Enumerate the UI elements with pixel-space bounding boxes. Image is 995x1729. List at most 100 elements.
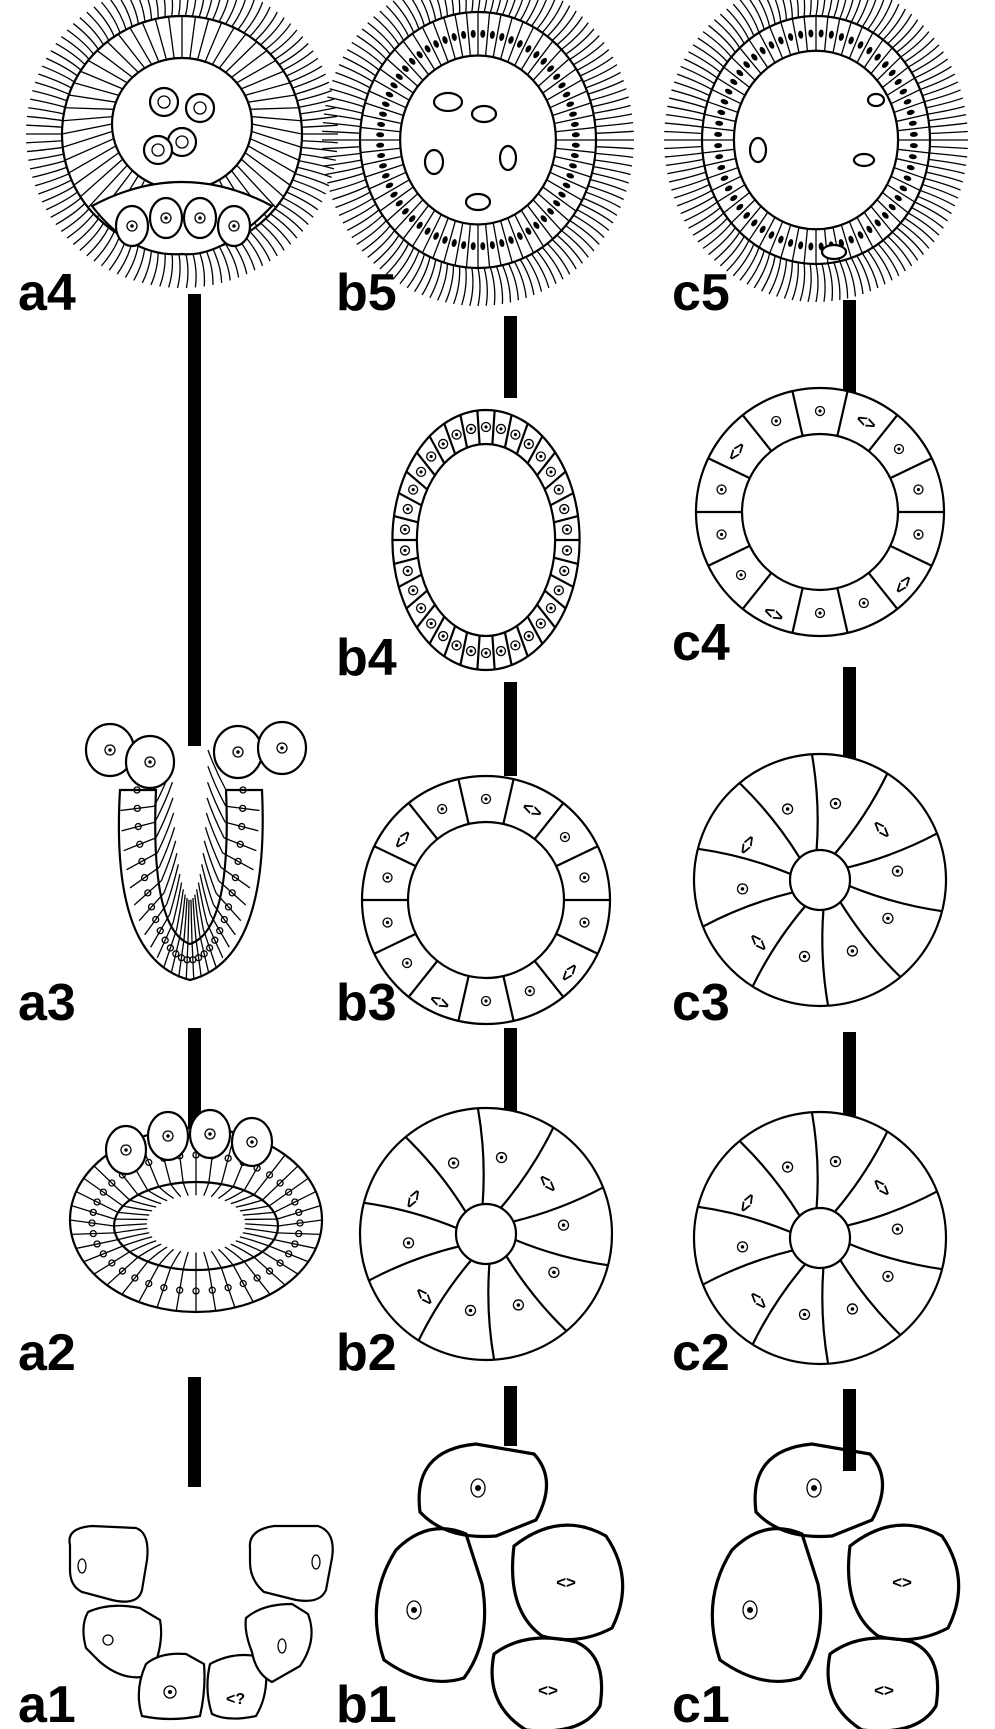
cilium xyxy=(322,147,360,149)
cilium xyxy=(930,132,968,134)
nucleolus xyxy=(552,1271,556,1275)
yolk-cell xyxy=(214,726,262,778)
cilium xyxy=(46,58,77,76)
mesoderm-cell-body xyxy=(186,94,214,122)
cilium xyxy=(430,262,442,298)
cilium xyxy=(928,166,965,174)
cilium xyxy=(339,65,373,82)
inner-lumen xyxy=(456,1204,516,1264)
cilium xyxy=(920,190,955,205)
nucleolus xyxy=(514,644,517,647)
cilium xyxy=(593,105,630,113)
inner-lumen xyxy=(742,434,898,590)
cell-membrane xyxy=(419,1444,546,1537)
cilium xyxy=(178,252,181,288)
nucleolus xyxy=(419,470,422,473)
mesenchyme-cell xyxy=(822,245,846,259)
nucleolus xyxy=(803,955,807,959)
label-c5: c5 xyxy=(672,264,730,322)
stage-b2-rosette: <><><> xyxy=(360,1108,612,1360)
yolk-cell xyxy=(126,736,174,788)
mesenchyme-cell xyxy=(750,138,766,162)
nucleolus xyxy=(527,634,530,637)
cilium xyxy=(769,258,781,294)
nucleolus xyxy=(563,508,566,511)
cell: <> xyxy=(513,1525,623,1639)
cilium xyxy=(484,0,487,12)
nucleolus xyxy=(720,533,723,536)
cell-membrane xyxy=(712,1529,820,1682)
nucleolus xyxy=(108,748,112,752)
cilium xyxy=(169,0,173,16)
nucleolus xyxy=(896,1227,900,1231)
nucleolus xyxy=(405,961,408,964)
nucleolus xyxy=(557,488,560,491)
stage-c2-rosette: <><><> xyxy=(694,1112,946,1364)
cilium xyxy=(438,264,448,301)
nucleolus xyxy=(130,224,134,228)
cilium xyxy=(532,0,549,26)
cilium xyxy=(590,180,626,192)
label-b5: b5 xyxy=(336,264,397,322)
cilium xyxy=(583,65,617,82)
nucleolus xyxy=(148,760,152,764)
cilium xyxy=(32,91,67,101)
cilium xyxy=(851,0,863,22)
nucleolus xyxy=(208,1132,212,1136)
cilium xyxy=(777,260,787,297)
nucleolus xyxy=(484,999,487,1002)
cilium xyxy=(918,66,952,83)
nucleolus xyxy=(484,797,487,800)
nucleolus xyxy=(818,409,821,412)
cilium xyxy=(300,108,335,114)
cilium xyxy=(792,0,798,18)
cilium xyxy=(206,0,213,18)
nucleolus xyxy=(403,549,406,552)
nucleolus xyxy=(896,869,900,873)
cilium xyxy=(30,99,65,107)
cilium xyxy=(470,0,473,12)
nucleolus xyxy=(528,989,531,992)
nucleolus xyxy=(442,634,445,637)
nucleolus xyxy=(747,1607,753,1613)
nucleolus xyxy=(280,746,284,750)
cilium xyxy=(283,198,313,217)
label-a1: a1 xyxy=(18,1676,76,1729)
cilium xyxy=(478,0,480,12)
cell xyxy=(250,1526,333,1601)
nucleolus xyxy=(232,224,236,228)
connector-c5-c4 xyxy=(843,300,856,398)
mesoderm-cell-body xyxy=(150,88,178,116)
cilium xyxy=(595,160,633,166)
cilium xyxy=(28,108,63,114)
mesenchyme-cell xyxy=(500,146,516,170)
cilium xyxy=(332,186,367,200)
nucleolus xyxy=(786,1165,790,1169)
cilium xyxy=(30,161,65,169)
cilium xyxy=(192,0,196,16)
cilium xyxy=(840,0,848,19)
cilium xyxy=(816,264,818,302)
cilium xyxy=(302,125,338,127)
nucleolus xyxy=(419,607,422,610)
label-b2: b2 xyxy=(336,1324,397,1382)
cilium xyxy=(206,250,213,285)
cilium xyxy=(151,250,158,285)
stage-b5-larva xyxy=(322,0,634,306)
nucleolus xyxy=(386,921,389,924)
cell: <> xyxy=(828,1638,938,1729)
nucleolus xyxy=(539,622,542,625)
connector-b4-b3 xyxy=(504,682,517,776)
cilium xyxy=(335,192,370,207)
cilium xyxy=(595,123,633,127)
cell-membrane xyxy=(376,1529,484,1682)
yolk-cell xyxy=(258,722,306,774)
nucleolus xyxy=(741,1245,745,1249)
nucleolus xyxy=(917,488,920,491)
stage-b1-cells: <><> xyxy=(376,1444,622,1729)
cilium xyxy=(290,66,322,82)
nucleolus xyxy=(565,528,568,531)
nucleolus xyxy=(475,1485,481,1491)
nucleolus xyxy=(897,447,900,450)
